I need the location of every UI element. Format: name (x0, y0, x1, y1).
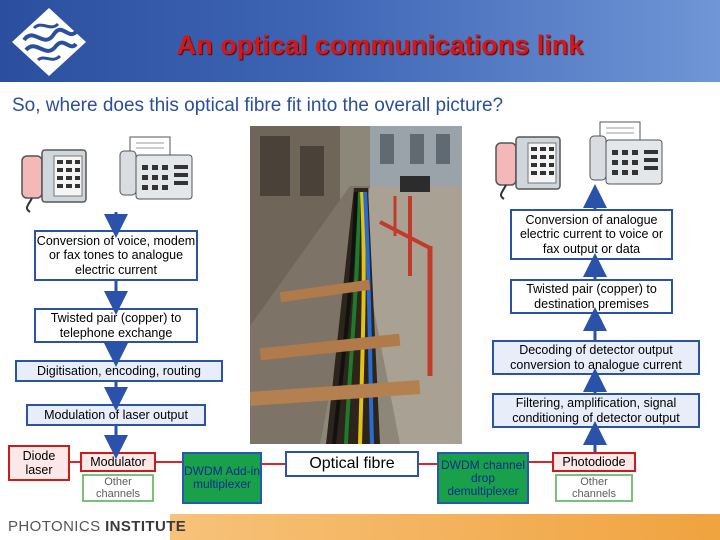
footer-bar (170, 514, 720, 540)
decoding-box: Decoding of detector output conversion t… (492, 340, 700, 375)
optical-fibre-box: Optical fibre (285, 451, 419, 477)
trench-photo (250, 126, 462, 444)
footer-brand-a: PHOTONICS (8, 518, 101, 535)
diode-laser-box: Diode laser (8, 445, 70, 481)
twisted-pair-destination-box: Twisted pair (copper) to destination pre… (510, 279, 673, 314)
twisted-pair-exchange-box: Twisted pair (copper) to telephone excha… (34, 308, 198, 343)
modulation-box: Modulation of laser output (26, 404, 206, 426)
modulator-box: Modulator (80, 452, 156, 472)
fax-machine-icon (589, 121, 663, 185)
conversion-current-box: Conversion of analogue electric current … (510, 209, 673, 260)
filtering-box: Filtering, amplification, signal conditi… (492, 393, 700, 428)
page-subtitle: So, where does this optical fibre fit in… (12, 95, 504, 116)
photodiode-box: Photodiode (552, 452, 636, 472)
digitisation-box: Digitisation, encoding, routing (15, 360, 223, 382)
footer-brand: PHOTONICS INSTITUTE (8, 518, 186, 535)
footer-brand-b: INSTITUTE (105, 518, 187, 535)
other-channels-left: Other channels (82, 474, 154, 502)
telephone-icon (21, 149, 87, 213)
dwdm-drop-demultiplexer: DWDM channel drop demultiplexer (437, 452, 529, 504)
header-bar (0, 0, 720, 82)
fax-machine-icon (119, 136, 193, 200)
dwdm-add-multiplexer: DWDM Add-in multiplexer (182, 452, 262, 504)
logo-icon (12, 8, 86, 76)
telephone-icon (495, 136, 561, 200)
other-channels-right: Other channels (555, 474, 633, 502)
page-title: An optical communications link (176, 30, 584, 60)
conversion-voice-box: Conversion of voice, modem or fax tones … (34, 230, 198, 281)
